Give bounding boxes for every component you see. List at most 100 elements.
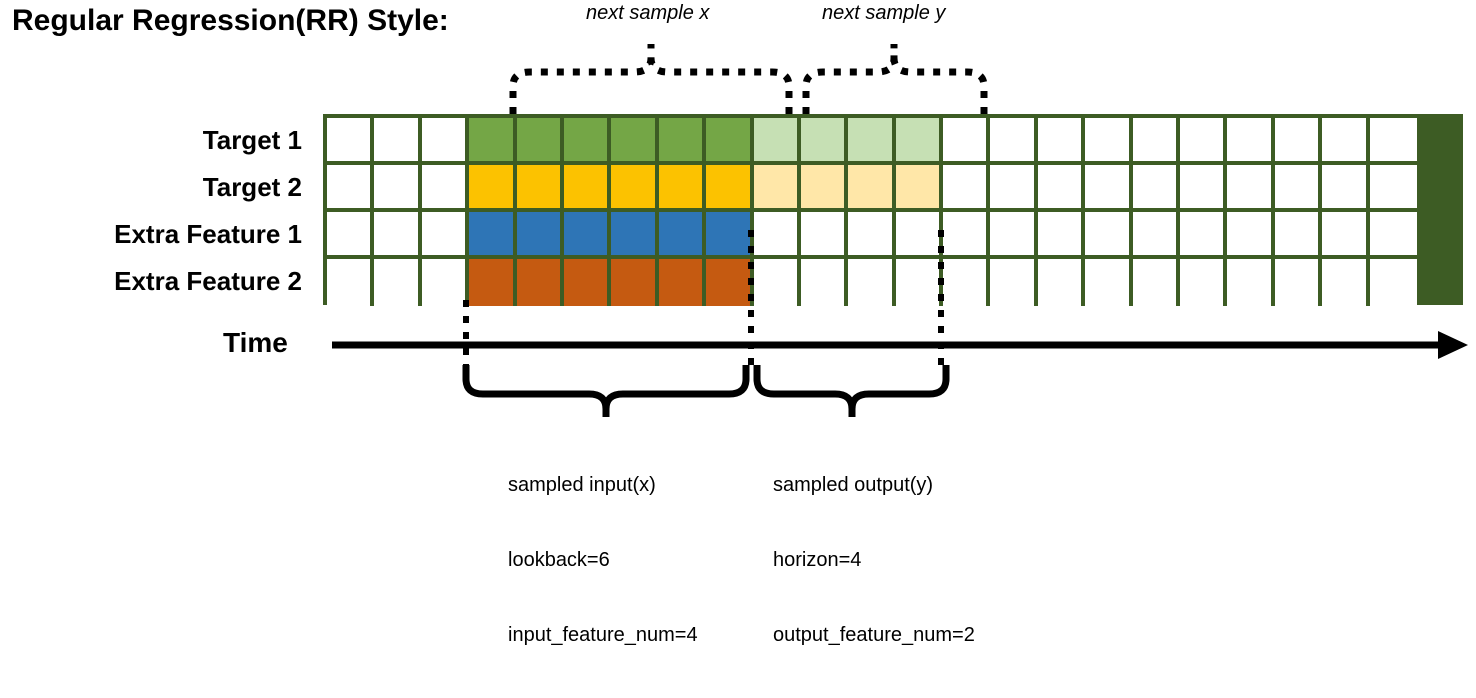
caption-input-line2: lookback=6 [508, 549, 610, 571]
grid-cell [1037, 165, 1086, 212]
grid-cell [469, 212, 517, 259]
grid-cell [706, 259, 754, 306]
grid-cell [1227, 118, 1275, 165]
grid-cell [1322, 212, 1370, 259]
grid-cell [753, 118, 801, 165]
row-label-extra-feature-2: Extra Feature 2 [114, 266, 302, 296]
grid-cell [848, 165, 896, 212]
grid-cell [611, 118, 659, 165]
time-axis-label: Time [223, 327, 288, 358]
grid-cell [1037, 259, 1086, 306]
grid-cell [895, 212, 944, 259]
grid-cell [658, 165, 707, 212]
grid-cell [374, 259, 422, 306]
grid-cell [1180, 118, 1228, 165]
caption-sampled-input: sampled input(x) lookback=6 input_featur… [508, 423, 698, 698]
grid-cell [374, 165, 422, 212]
grid-cell [516, 165, 564, 212]
grid-cell [1132, 212, 1181, 259]
grid-cell [800, 118, 849, 165]
caption-output-line3: output_feature_num=2 [773, 624, 975, 646]
grid-cell [895, 118, 944, 165]
grid-cell [1180, 212, 1228, 259]
grid-cell [421, 212, 470, 259]
row-label-target-1: Target 1 [202, 125, 302, 155]
grid-cell [990, 165, 1038, 212]
grid-cell [1085, 212, 1133, 259]
grid-row-target-2 [327, 165, 1459, 212]
page-title: Regular Regression(RR) Style: [12, 4, 449, 37]
caption-input-line1: sampled input(x) [508, 474, 656, 496]
grid-cell [848, 212, 896, 259]
grid-cell [374, 212, 422, 259]
grid-cell [800, 165, 849, 212]
grid-cell [1085, 259, 1133, 306]
grid-cell [563, 165, 612, 212]
grid-cell [658, 259, 707, 306]
grid-cell [469, 259, 517, 306]
grid-cell [1132, 118, 1181, 165]
grid-cell [848, 259, 896, 306]
grid-row-extra-feature-1 [327, 212, 1459, 259]
caption-sampled-output: sampled output(y) horizon=4 output_featu… [773, 423, 975, 698]
grid-cell [421, 165, 470, 212]
grid-cell [943, 165, 991, 212]
grid-cell [611, 165, 659, 212]
grid-cell [990, 118, 1038, 165]
annotation-next-sample-y: next sample y [822, 2, 946, 24]
caption-output-line1: sampled output(y) [773, 474, 934, 496]
grid-cell [1274, 212, 1323, 259]
row-label-column: Target 1 Target 2 Extra Feature 1 Extra … [0, 117, 312, 305]
grid-cell [1369, 118, 1417, 165]
caption-output-line2: horizon=4 [773, 549, 862, 571]
grid-cell [943, 212, 991, 259]
grid-cell [1369, 165, 1417, 212]
grid-cell [706, 165, 754, 212]
grid-cell [1322, 118, 1370, 165]
grid-cell [421, 118, 470, 165]
grid-cell [1132, 259, 1181, 306]
brace-next-sample-y [802, 44, 988, 114]
grid-cell [1180, 259, 1228, 306]
grid-cell [943, 259, 991, 306]
grid-cell [658, 118, 707, 165]
grid-cell [800, 259, 849, 306]
grid-cell [516, 118, 564, 165]
grid-cell [1274, 165, 1323, 212]
grid-cell [1369, 259, 1417, 306]
grid-cell [1369, 212, 1417, 259]
grid-cell [895, 165, 944, 212]
time-axis-arrow [332, 331, 1468, 359]
grid-cell [374, 118, 422, 165]
grid-cell [327, 212, 375, 259]
grid-cell [469, 165, 517, 212]
grid-cell [469, 118, 517, 165]
grid-cell [1227, 259, 1275, 306]
grid-row-extra-feature-2 [327, 259, 1459, 306]
grid-cell [327, 259, 375, 306]
grid-cell [706, 118, 754, 165]
grid-cell [563, 259, 612, 306]
grid-cell [1085, 118, 1133, 165]
grid-cell [943, 118, 991, 165]
brace-sampled-output [753, 365, 950, 417]
grid-cell [1322, 259, 1370, 306]
grid-cell [1132, 165, 1181, 212]
diagram-canvas: Regular Regression(RR) Style: next sampl… [0, 2, 1468, 646]
grid-cell [1227, 212, 1275, 259]
grid-cell [1085, 165, 1133, 212]
grid-cell [611, 259, 659, 306]
grid-cell [563, 118, 612, 165]
grid-cell [1322, 165, 1370, 212]
grid-cell [1037, 212, 1086, 259]
grid-cell [706, 212, 754, 259]
grid-cell [753, 212, 801, 259]
brace-next-sample-x [509, 44, 793, 114]
grid-cell [895, 259, 944, 306]
grid-row-target-1 [327, 118, 1459, 165]
grid-cell [327, 118, 375, 165]
grid-cell [516, 212, 564, 259]
grid-cell [1274, 259, 1323, 306]
grid-cell [753, 259, 801, 306]
grid-cell [327, 165, 375, 212]
